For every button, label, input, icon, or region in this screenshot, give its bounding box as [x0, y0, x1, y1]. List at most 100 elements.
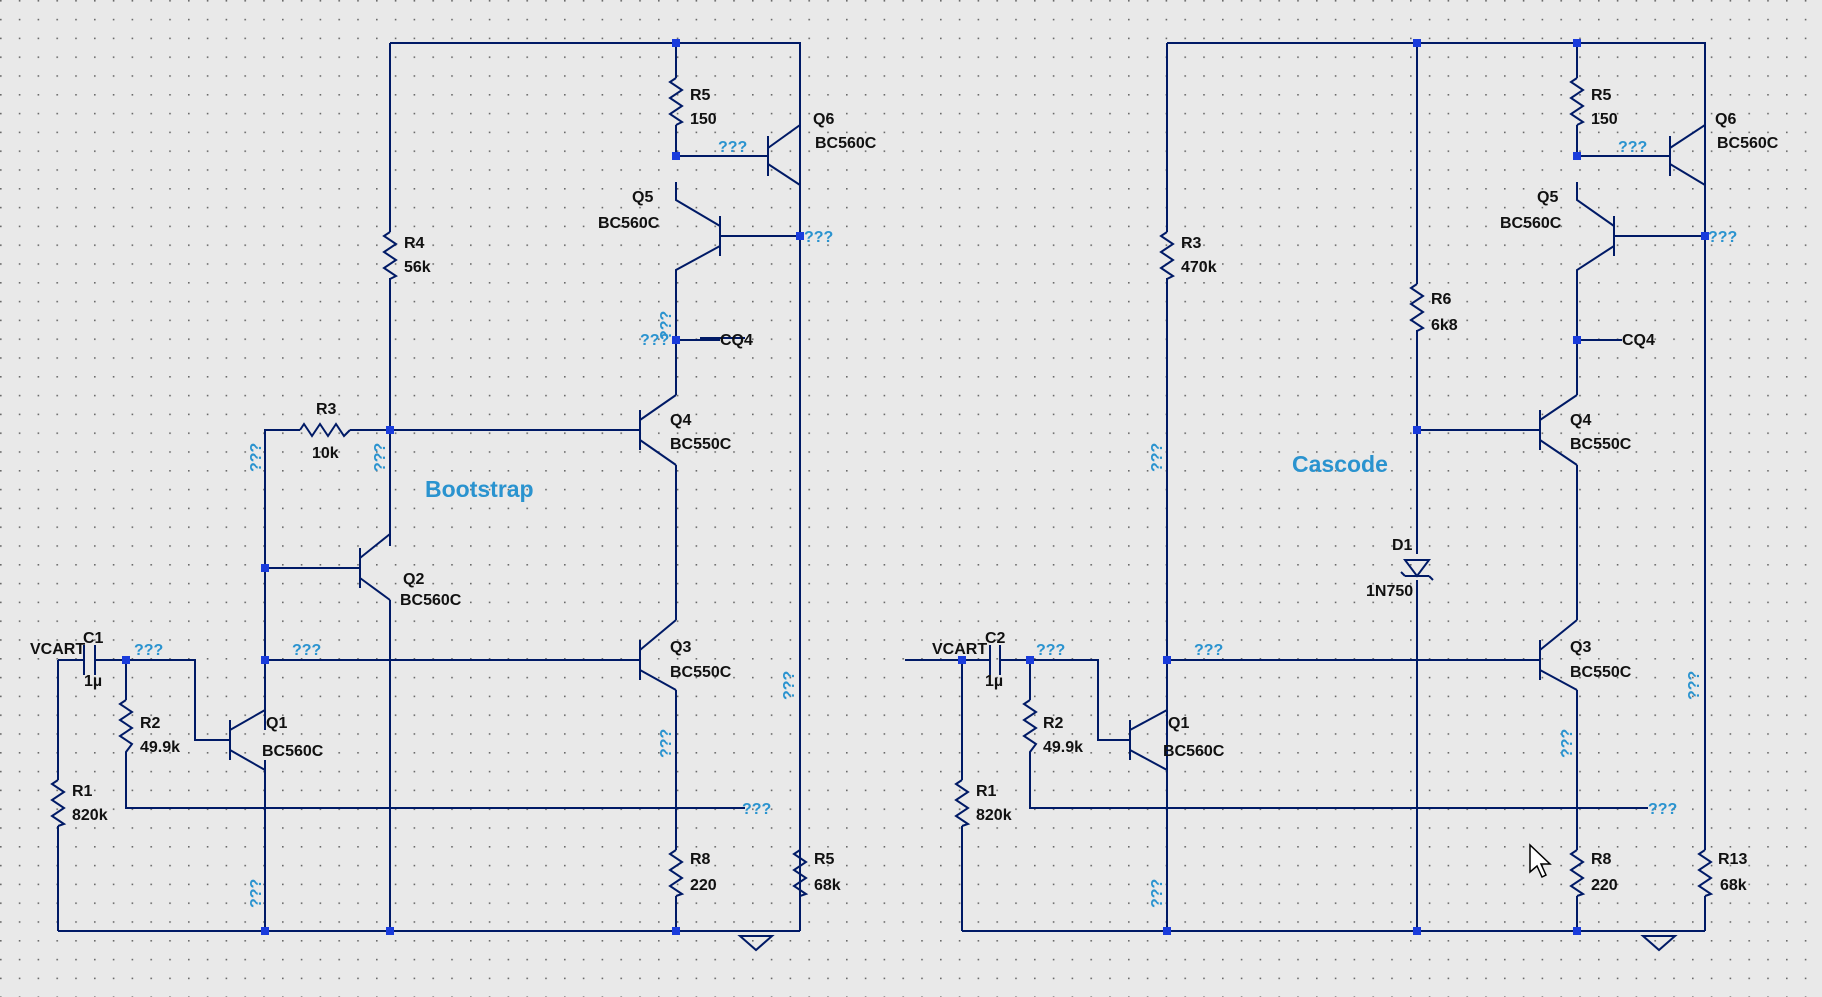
- capacitor-c1: [83, 645, 96, 675]
- q1-right-model: BC560C: [1163, 743, 1225, 760]
- r3-value: 10k: [312, 445, 339, 462]
- cascode-circuit: [905, 39, 1714, 952]
- resistor-r8: [668, 849, 685, 897]
- resistor-r8-right: [1569, 849, 1586, 897]
- q6-right-model: BC560C: [1717, 135, 1779, 152]
- r6-value: 6k8: [1431, 317, 1458, 334]
- r1-name: R1: [72, 783, 93, 800]
- q4-right-name: Q4: [1570, 412, 1591, 429]
- net-label: ???: [1194, 642, 1223, 659]
- transistor-q6: [767, 124, 801, 186]
- q1-model: BC560C: [262, 743, 324, 760]
- q5-right-model: BC560C: [1500, 215, 1562, 232]
- r5-bottom-value: 68k: [814, 877, 841, 894]
- net-label-vertical: ???: [248, 443, 265, 472]
- mouse-cursor-icon: [1529, 843, 1552, 879]
- q3-model: BC550C: [670, 664, 732, 681]
- resistor-r13: [1697, 849, 1714, 897]
- net-label-vertical: ???: [658, 311, 675, 340]
- r1-right-value: 820k: [976, 807, 1012, 824]
- q6-model: BC560C: [815, 135, 877, 152]
- net-label: ???: [804, 229, 833, 246]
- net-label: ???: [742, 801, 771, 818]
- q2-name: Q2: [403, 571, 424, 588]
- net-label: ???: [1648, 801, 1677, 818]
- r5-right-name: R5: [1591, 87, 1612, 104]
- resistor-r5-top: [668, 77, 684, 126]
- q1-name: Q1: [266, 715, 287, 732]
- q2-model: BC560C: [400, 592, 462, 609]
- diode-d1: [1400, 559, 1434, 581]
- r3-right-name: R3: [1181, 235, 1202, 252]
- r13-name: R13: [1718, 851, 1747, 868]
- q4-model: BC550C: [670, 436, 732, 453]
- resistor-r3-right: [1159, 231, 1175, 280]
- resistor-r5-bottom: [792, 849, 809, 897]
- net-label: ???: [1708, 229, 1737, 246]
- d1-model: 1N750: [1366, 583, 1413, 600]
- net-label: ???: [718, 139, 747, 156]
- transistor-q5-right: [1576, 182, 1615, 276]
- c2-value: 1µ: [985, 673, 1003, 690]
- cq4-right-label: CQ4: [1622, 332, 1655, 349]
- q6-right-name: Q6: [1715, 111, 1736, 128]
- q4-right-model: BC550C: [1570, 436, 1632, 453]
- r5-right-value: 150: [1591, 111, 1618, 128]
- resistor-r4: [382, 231, 398, 280]
- title-bootstrap: Bootstrap: [425, 476, 534, 502]
- resistor-r3: [299, 422, 351, 438]
- r8-value: 220: [690, 877, 717, 894]
- net-label: ???: [640, 332, 669, 349]
- q5-name: Q5: [632, 189, 653, 206]
- r1-value: 820k: [72, 807, 108, 824]
- r3-right-value: 470k: [1181, 259, 1217, 276]
- net-label: ???: [292, 642, 321, 659]
- ground-right: [1640, 935, 1678, 952]
- r8-right-name: R8: [1591, 851, 1612, 868]
- r1-right-name: R1: [976, 783, 997, 800]
- net-label-vertical: ???: [1559, 729, 1576, 758]
- r2-value: 49.9k: [140, 739, 180, 756]
- r5-top-name: R5: [690, 87, 711, 104]
- resistor-r1-right: [954, 779, 971, 827]
- transistor-q3-right: [1539, 619, 1578, 691]
- net-label: ???: [1618, 139, 1647, 156]
- c2-name: C2: [985, 630, 1006, 647]
- r4-value: 56k: [404, 259, 431, 276]
- transistor-q2: [359, 533, 391, 601]
- transistor-q1-right: [1129, 660, 1168, 931]
- resistor-r1: [50, 779, 67, 827]
- c1-value: 1µ: [84, 673, 102, 690]
- d1-name: D1: [1392, 537, 1413, 554]
- net-label-vertical: ???: [1149, 879, 1166, 908]
- q3-name: Q3: [670, 639, 691, 656]
- r13-value: 68k: [1720, 877, 1747, 894]
- ground-left: [737, 935, 775, 952]
- cq4-label: CQ4: [720, 332, 753, 349]
- transistor-q1: [229, 660, 266, 931]
- q1-right-name: Q1: [1168, 715, 1189, 732]
- r2-name: R2: [140, 715, 161, 732]
- transistor-q4-right: [1539, 394, 1578, 466]
- capacitor-c2: [989, 645, 1001, 675]
- bootstrap-circuit: [50, 39, 809, 952]
- transistor-q4: [639, 394, 677, 466]
- r8-right-value: 220: [1591, 877, 1618, 894]
- r3-name: R3: [316, 401, 337, 418]
- q5-right-name: Q5: [1537, 189, 1558, 206]
- vcart-right: VCART: [932, 641, 987, 658]
- vcart-left: VCART: [30, 641, 85, 658]
- resistor-r2: [118, 699, 134, 760]
- net-label-vertical: ???: [781, 671, 798, 700]
- q4-name: Q4: [670, 412, 691, 429]
- net-label: ???: [134, 642, 163, 659]
- transistor-q6-right: [1669, 124, 1706, 186]
- title-cascode: Cascode: [1292, 451, 1388, 477]
- r6-name: R6: [1431, 291, 1452, 308]
- r8-name: R8: [690, 851, 711, 868]
- r5-bottom-name: R5: [814, 851, 835, 868]
- net-label-vertical: ???: [658, 729, 675, 758]
